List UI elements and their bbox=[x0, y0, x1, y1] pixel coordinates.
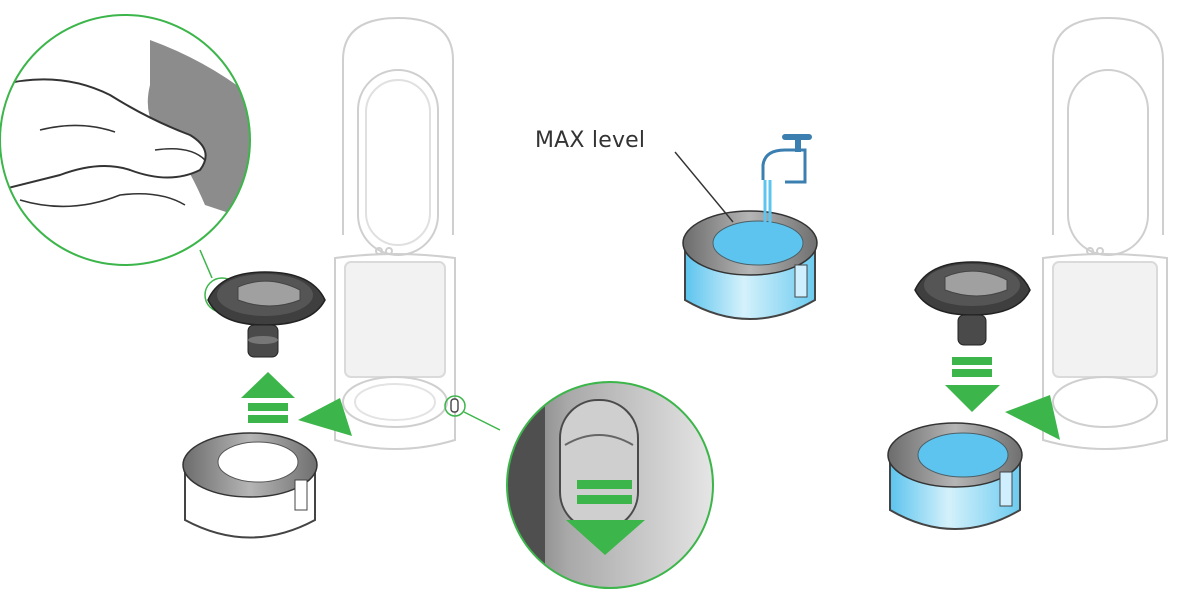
float-cap-left bbox=[208, 272, 325, 357]
float-cap-right bbox=[915, 262, 1030, 345]
green-arrow-down-icon bbox=[945, 357, 1000, 412]
water-tank-full bbox=[888, 423, 1022, 529]
green-arrow-left-icon bbox=[1005, 395, 1060, 440]
hand-zoom-inset bbox=[0, 15, 250, 312]
device-outline-right bbox=[1043, 18, 1167, 449]
max-level-label: MAX level bbox=[535, 128, 645, 153]
max-level-leader-line bbox=[675, 152, 733, 222]
water-tank-empty bbox=[183, 433, 317, 538]
green-arrow-up-icon bbox=[241, 372, 295, 423]
latch-highlight bbox=[445, 396, 500, 430]
device-outline-left bbox=[335, 18, 455, 449]
water-tank-filling bbox=[683, 211, 817, 319]
